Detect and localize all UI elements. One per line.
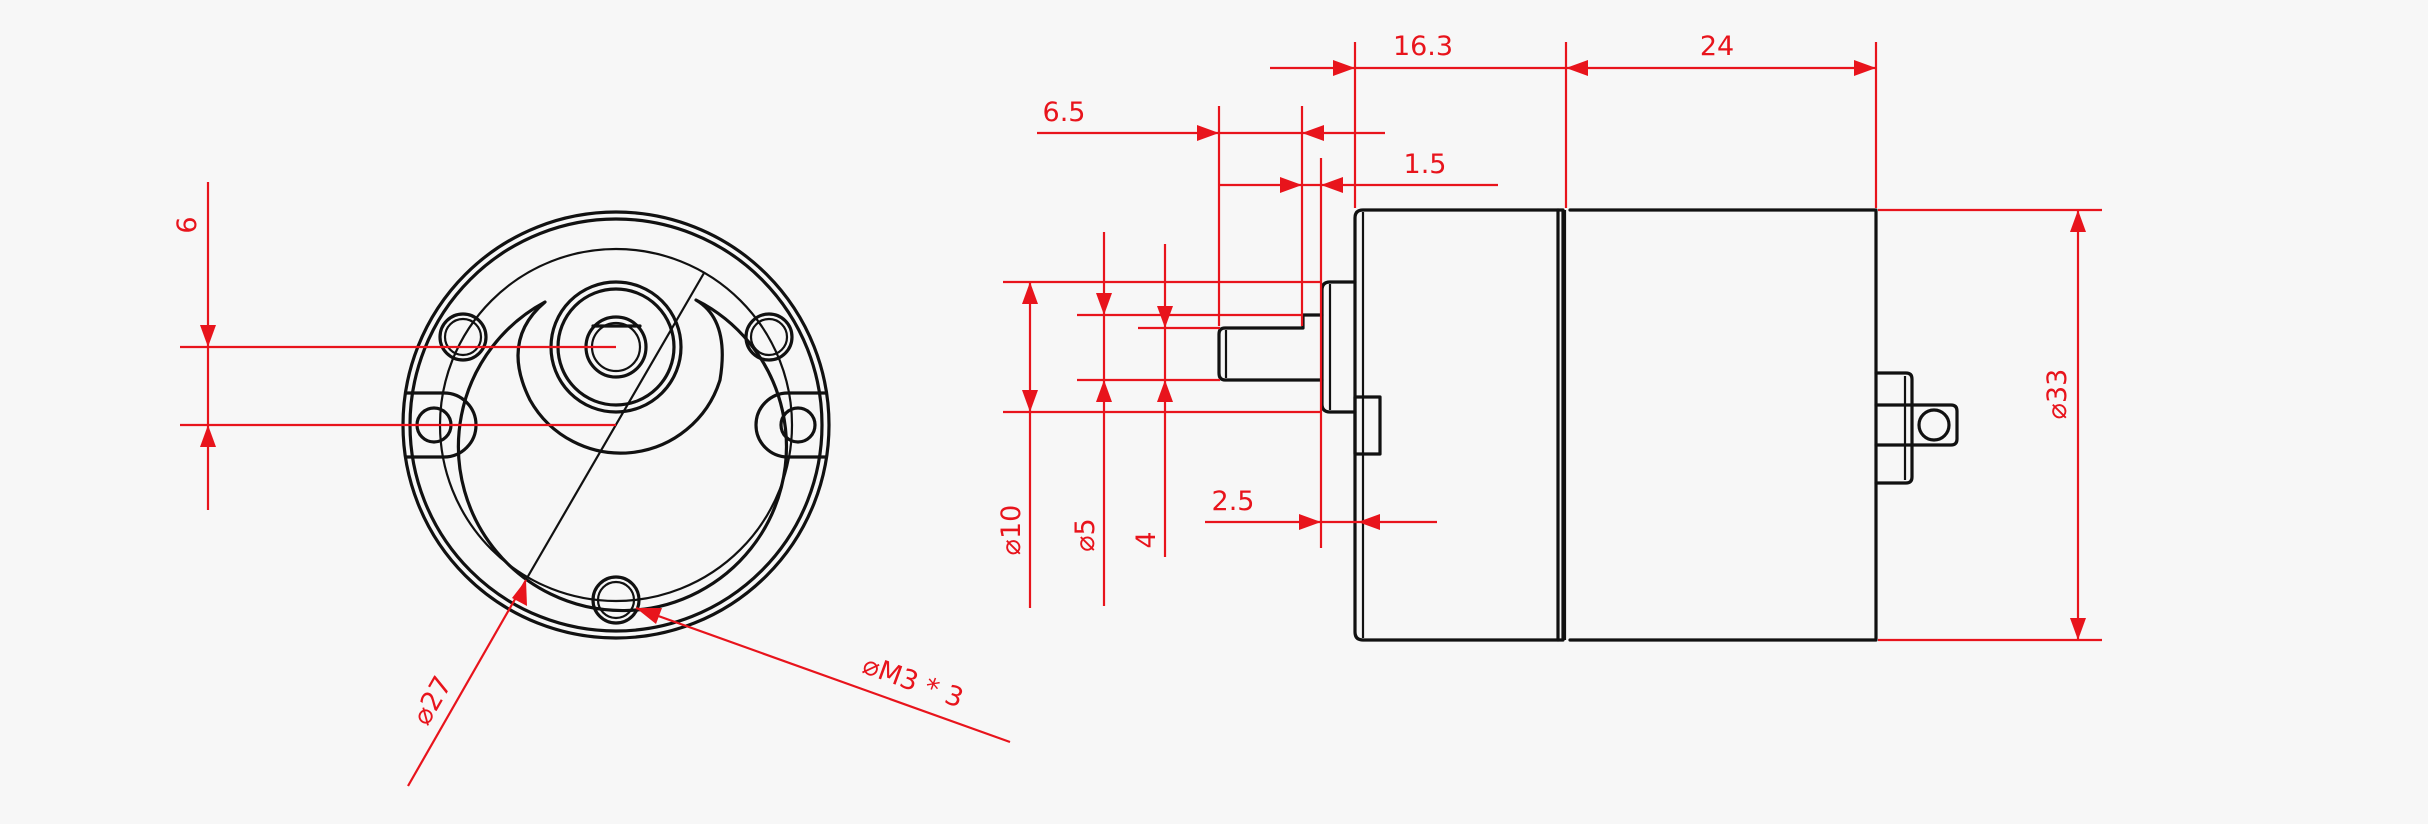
side-view	[1217, 208, 1959, 642]
dim-pitch-circle-27: ⌀27	[407, 671, 459, 730]
mount-hole-bottom	[591, 575, 641, 625]
dim-boss-diameter: ⌀10	[996, 505, 1027, 556]
side-view-dimensions: 16.3 24 6.5 1.5 2.5 ⌀10 ⌀5	[996, 31, 2102, 642]
dim-shaft-flat: 4	[1131, 531, 1162, 548]
dim-gearbox-length: 16.3	[1393, 31, 1453, 62]
output-shaft	[1217, 313, 1324, 382]
output-boss	[1320, 280, 1357, 414]
dim-mount-holes-m3: ⌀M3 * 3	[858, 650, 967, 715]
dim-flange-length: 2.5	[1212, 486, 1255, 517]
mount-hole-top-left	[438, 312, 488, 362]
dim-offset-6: 6	[172, 216, 203, 233]
dim-body-diameter: ⌀33	[2042, 369, 2073, 420]
motor-body	[1568, 208, 1878, 642]
dim-shaft-diameter: ⌀5	[1070, 518, 1101, 551]
gear-cavity	[456, 298, 789, 613]
dim-motor-length: 24	[1700, 31, 1734, 62]
dim-shaft-length: 6.5	[1043, 97, 1086, 128]
front-view-dimensions: 6 ⌀27 ⌀M3 * 3	[172, 182, 1011, 787]
dim-boss-length: 1.5	[1404, 149, 1447, 180]
locator-bump	[1353, 395, 1382, 456]
gearbox-body	[1353, 208, 1565, 642]
motor-terminal	[1874, 371, 1959, 485]
